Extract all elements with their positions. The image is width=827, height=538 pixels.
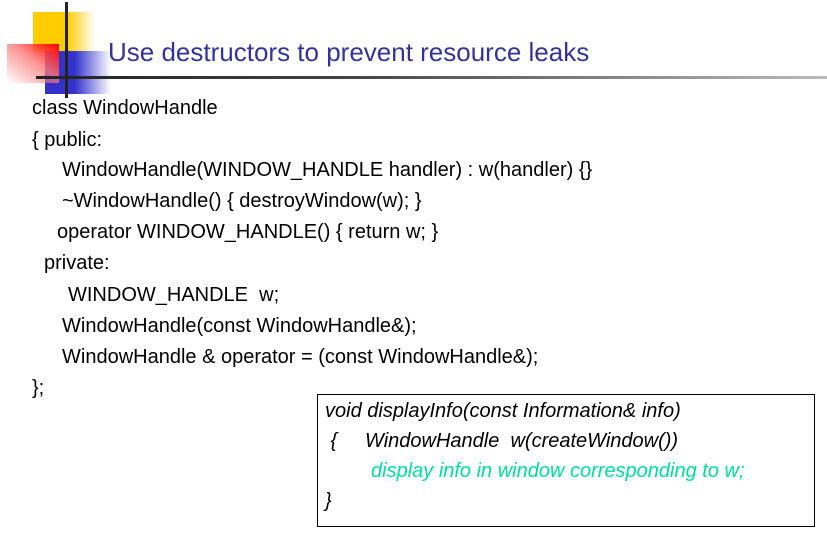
example-line: } — [325, 490, 332, 512]
code-line: { public: — [32, 129, 103, 151]
code-line: WindowHandle(WINDOW_HANDLE handler) : w(… — [62, 159, 593, 181]
code-line: WINDOW_HANDLE w; — [68, 284, 280, 306]
code-line: private: — [44, 252, 110, 274]
title-underline — [36, 76, 827, 79]
code-line: }; — [32, 377, 45, 399]
example-line: { WindowHandle w(createWindow()) — [325, 430, 679, 452]
logo-vertical-line — [65, 2, 68, 98]
code-line: operator WINDOW_HANDLE() { return w; } — [57, 221, 439, 243]
example-comment-line: display info in window corresponding to … — [371, 460, 745, 482]
example-line: void displayInfo(const Information& info… — [325, 400, 681, 422]
code-line: WindowHandle(const WindowHandle&); — [62, 315, 417, 337]
slide-title: Use destructors to prevent resource leak… — [108, 37, 590, 67]
code-line: class WindowHandle — [32, 97, 218, 119]
code-line: WindowHandle & operator = (const WindowH… — [62, 346, 539, 368]
code-line: ~WindowHandle() { destroyWindow(w); } — [62, 190, 422, 212]
example-code-box: void displayInfo(const Information& info… — [317, 394, 815, 527]
